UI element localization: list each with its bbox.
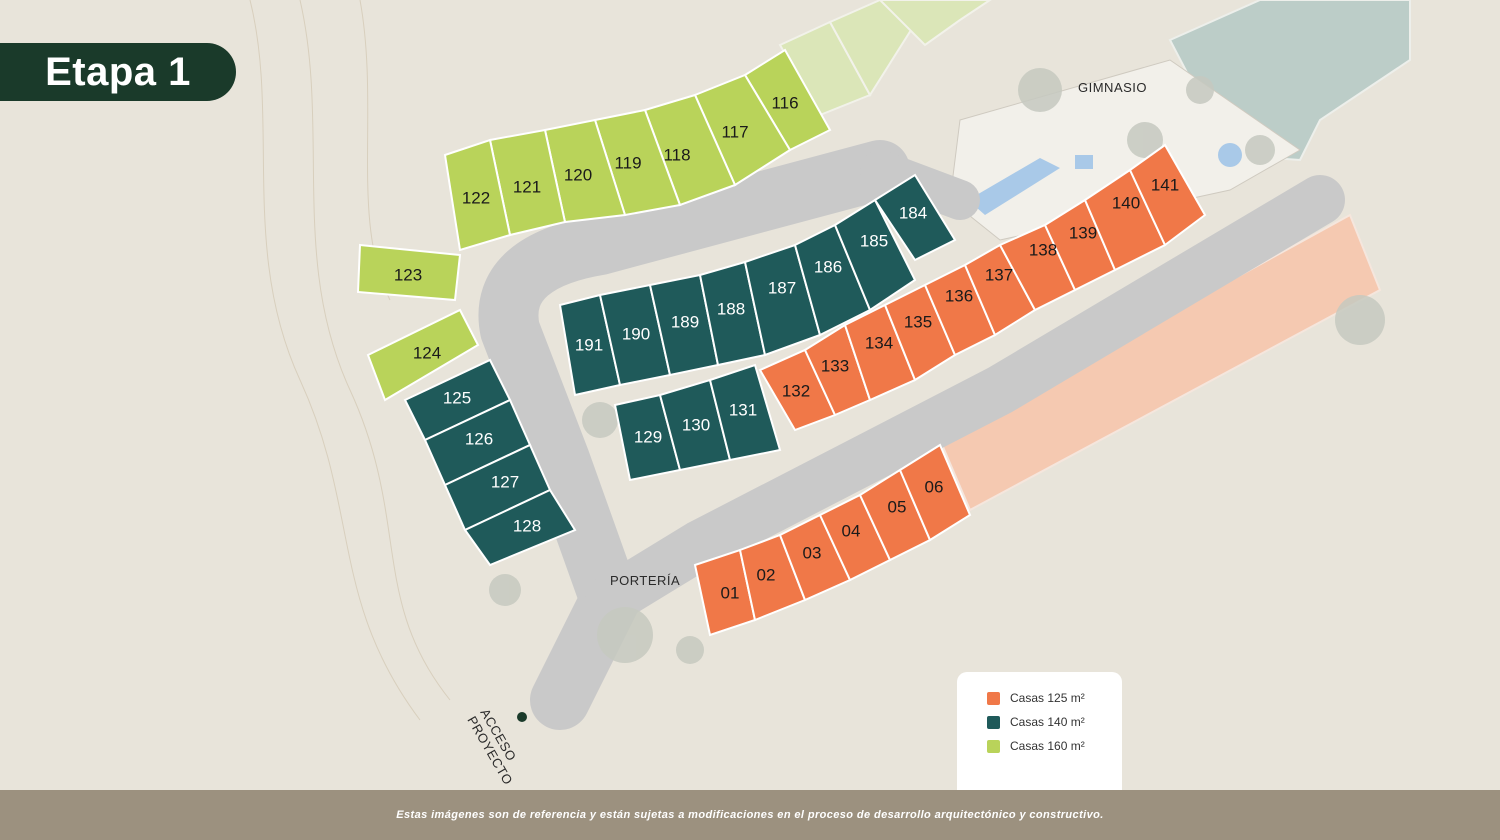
lot-label-187: 187: [768, 278, 796, 297]
trees: [489, 68, 1385, 664]
lot-128[interactable]: [463, 488, 577, 567]
lot-label-02: 02: [757, 565, 776, 584]
legend-swatch-125: [987, 691, 1000, 705]
lot-label-124: 124: [413, 343, 441, 362]
lots-140: [403, 173, 957, 567]
lot-141[interactable]: [1128, 143, 1207, 247]
legend-label-125: Casas 125 m²: [1010, 691, 1085, 705]
lot-label-129: 129: [634, 427, 662, 446]
gatehouse-label: PORTERÍA: [610, 573, 680, 588]
lot-label-184: 184: [899, 203, 927, 222]
legend: Casas 125 m² Casas 140 m² Casas 160 m²: [957, 672, 1122, 792]
legend-item-160: Casas 160 m²: [987, 734, 1122, 758]
lot-label-136: 136: [945, 286, 973, 305]
lot-label-134: 134: [865, 333, 893, 352]
lot-124[interactable]: [366, 308, 480, 402]
lot-label-123: 123: [394, 265, 422, 284]
lot-131[interactable]: [708, 363, 782, 462]
lot-label-186: 186: [814, 257, 842, 276]
legend-swatch-140: [987, 715, 1000, 729]
legend-item-140: Casas 140 m²: [987, 710, 1122, 734]
footer-disclaimer: Estas imágenes son de referencia y están…: [0, 790, 1500, 840]
lot-label-117: 117: [721, 122, 748, 141]
lot-label-06: 06: [925, 477, 944, 496]
lot-label-140: 140: [1112, 193, 1140, 212]
lot-label-132: 132: [782, 381, 810, 400]
lot-label-116: 116: [771, 93, 798, 112]
lot-label-135: 135: [904, 312, 932, 331]
lot-label-133: 133: [821, 356, 849, 375]
lot-label-127: 127: [491, 472, 519, 491]
stage-title-badge: Etapa 1: [0, 43, 236, 101]
lot-185[interactable]: [833, 198, 917, 312]
lot-122[interactable]: [443, 138, 512, 252]
lot-123[interactable]: [356, 243, 462, 302]
lots-125: [693, 143, 1207, 637]
lot-label-121: 121: [513, 177, 541, 196]
lot-label-119: 119: [614, 153, 641, 172]
lot-label-120: 120: [564, 165, 592, 184]
legend-label-140: Casas 140 m²: [1010, 715, 1085, 729]
access-marker-icon: [517, 712, 527, 722]
lot-label-05: 05: [888, 497, 907, 516]
lot-label-138: 138: [1029, 240, 1057, 259]
legend-item-125: Casas 125 m²: [987, 686, 1122, 710]
lot-label-04: 04: [842, 521, 861, 540]
lot-label-137: 137: [985, 265, 1013, 284]
lot-label-03: 03: [803, 543, 822, 562]
lot-label-189: 189: [671, 312, 699, 331]
lot-label-118: 118: [663, 145, 690, 164]
lot-label-130: 130: [682, 415, 710, 434]
lot-label-125: 125: [443, 388, 471, 407]
lot-label-191: 191: [575, 335, 603, 354]
lot-label-190: 190: [622, 324, 650, 343]
lot-label-185: 185: [860, 231, 888, 250]
lot-label-126: 126: [465, 429, 493, 448]
future-lots-top: [778, 0, 992, 117]
lot-label-01: 01: [721, 583, 740, 602]
lot-label-128: 128: [513, 516, 541, 535]
lot-label-131: 131: [729, 400, 757, 419]
lot-06[interactable]: [898, 443, 972, 542]
lot-label-122: 122: [462, 188, 490, 207]
lot-label-141: 141: [1151, 175, 1179, 194]
legend-swatch-160: [987, 739, 1000, 753]
legend-label-160: Casas 160 m²: [1010, 739, 1085, 753]
lot-label-188: 188: [717, 299, 745, 318]
lot-label-139: 139: [1069, 223, 1097, 242]
lot-labels: 116 117 118 119 120 121 122 123 124 125 …: [394, 93, 1179, 602]
lots-160: [356, 48, 832, 402]
gym-label: GIMNASIO: [1078, 80, 1147, 95]
site-plan-map: 116 117 118 119 120 121 122 123 124 125 …: [249, 0, 1411, 787]
lot-184[interactable]: [873, 173, 957, 262]
